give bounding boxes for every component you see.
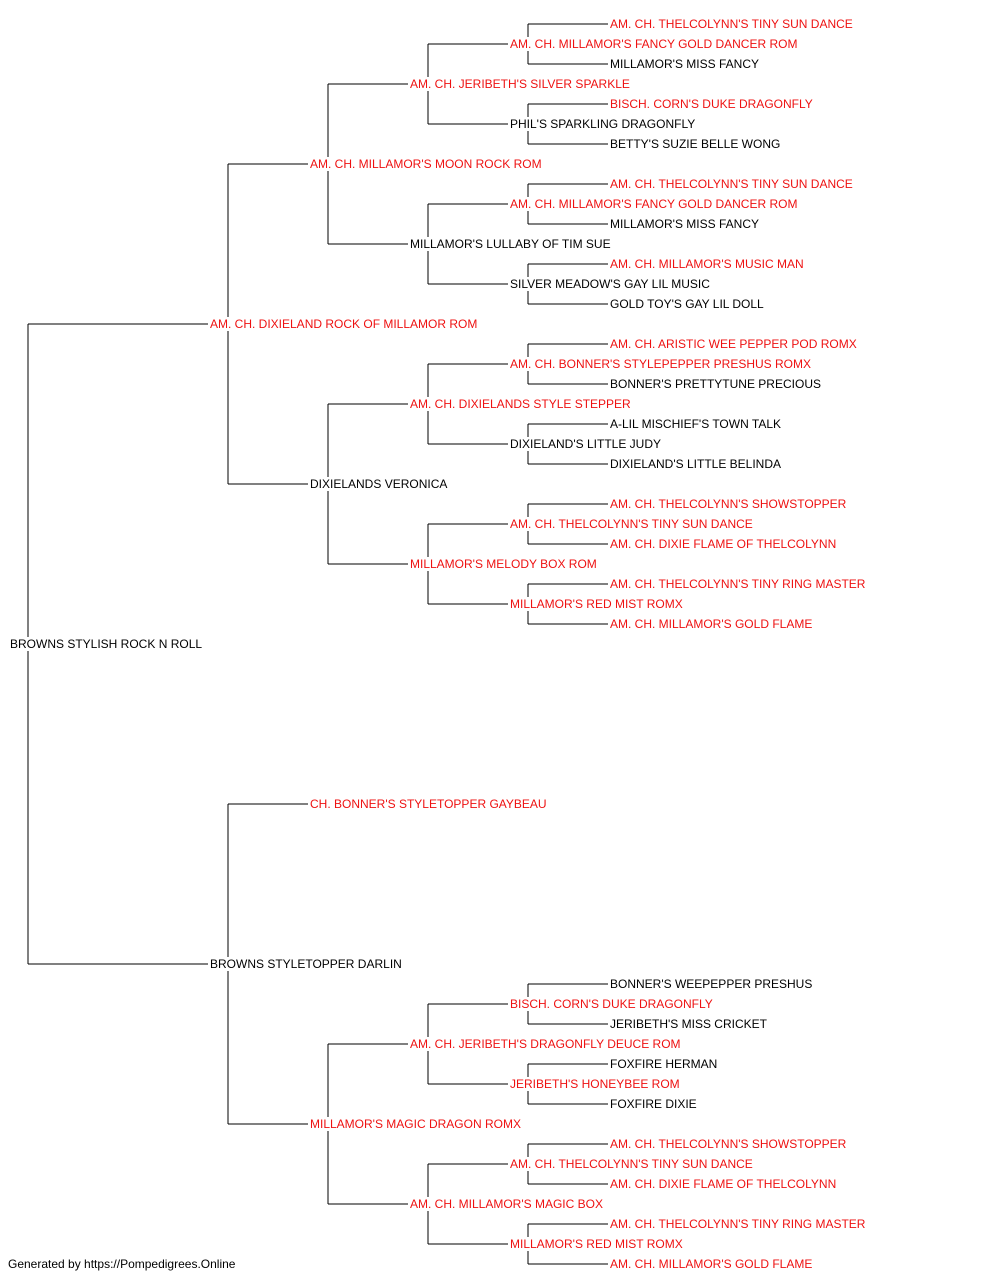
pedigree-node-sdssd: BONNER'S PRETTYTUNE PRECIOUS (608, 377, 823, 391)
pedigree-node-sdddd: AM. CH. MILLAMOR'S GOLD FLAME (608, 617, 815, 631)
pedigree-node-ds: CH. BONNER'S STYLETOPPER GAYBEAU (308, 797, 549, 811)
pedigree-node-sssss: AM. CH. THELCOLYNN'S TINY SUN DANCE (608, 17, 855, 31)
pedigree-node-sdsds: A-LIL MISCHIEF'S TOWN TALK (608, 417, 783, 431)
pedigree-node-ddds: AM. CH. THELCOLYNN'S TINY SUN DANCE (508, 1157, 755, 1171)
pedigree-node-sddsd: AM. CH. DIXIE FLAME OF THELCOLYNN (608, 537, 839, 551)
pedigree-node-sddd: MILLAMOR'S RED MIST ROMX (508, 597, 685, 611)
pedigree-node-sddss: AM. CH. THELCOLYNN'S SHOWSTOPPER (608, 497, 849, 511)
pedigree-node-ssdd: SILVER MEADOW'S GAY LIL MUSIC (508, 277, 712, 291)
pedigree-node-ddddd: AM. CH. MILLAMOR'S GOLD FLAME (608, 1257, 815, 1271)
pedigree-node-dddsd: AM. CH. DIXIE FLAME OF THELCOLYNN (608, 1177, 839, 1191)
pedigree-node-sdss: AM. CH. BONNER'S STYLEPEPPER PRESHUS ROM… (508, 357, 814, 371)
pedigree-node-sds: AM. CH. DIXIELANDS STYLE STEPPER (408, 397, 633, 411)
pedigree-node-ddssd: JERIBETH'S MISS CRICKET (608, 1017, 769, 1031)
pedigree-node-sdds: AM. CH. THELCOLYNN'S TINY SUN DANCE (508, 517, 755, 531)
pedigree-node-ssdsd: MILLAMOR'S MISS FANCY (608, 217, 761, 231)
pedigree-node-sdsss: AM. CH. ARISTIC WEE PEPPER POD ROMX (608, 337, 859, 351)
pedigree-node-ssdds: AM. CH. MILLAMOR'S MUSIC MAN (608, 257, 806, 271)
pedigree-node-root: BROWNS STYLISH ROCK N ROLL (8, 637, 205, 651)
pedigree-node-ddsds: FOXFIRE HERMAN (608, 1057, 720, 1071)
pedigree-node-sdd: MILLAMOR'S MELODY BOX ROM (408, 557, 599, 571)
pedigree-node-ddsss: BONNER'S WEEPEPPER PRESHUS (608, 977, 815, 991)
pedigree-node-ssssd: MILLAMOR'S MISS FANCY (608, 57, 761, 71)
pedigree-node-ddd: AM. CH. MILLAMOR'S MAGIC BOX (408, 1197, 605, 1211)
pedigree-node-ssss: AM. CH. MILLAMOR'S FANCY GOLD DANCER ROM (508, 37, 800, 51)
pedigree-node-dddd: MILLAMOR'S RED MIST ROMX (508, 1237, 685, 1251)
pedigree-node-ddsd: JERIBETH'S HONEYBEE ROM (508, 1077, 682, 1091)
pedigree-node-sdsd: DIXIELAND'S LITTLE JUDY (508, 437, 663, 451)
pedigree-node-s: AM. CH. DIXIELAND ROCK OF MILLAMOR ROM (208, 317, 480, 331)
pedigree-node-sdsdd: DIXIELAND'S LITTLE BELINDA (608, 457, 784, 471)
pedigree-node-d: BROWNS STYLETOPPER DARLIN (208, 957, 404, 971)
pedigree-node-sddds: AM. CH. THELCOLYNN'S TINY RING MASTER (608, 577, 868, 591)
pedigree-node-ssddd: GOLD TOY'S GAY LIL DOLL (608, 297, 766, 311)
pedigree-node-ddss: BISCH. CORN'S DUKE DRAGONFLY (508, 997, 715, 1011)
pedigree-node-sssds: BISCH. CORN'S DUKE DRAGONFLY (608, 97, 815, 111)
pedigree-node-sd: DIXIELANDS VERONICA (308, 477, 450, 491)
pedigree-node-sssdd: BETTY'S SUZIE BELLE WONG (608, 137, 783, 151)
pedigree-node-sssd: PHIL'S SPARKLING DRAGONFLY (508, 117, 698, 131)
pedigree-node-dds: AM. CH. JERIBETH'S DRAGONFLY DEUCE ROM (408, 1037, 683, 1051)
pedigree-node-ssd: MILLAMOR'S LULLABY OF TIM SUE (408, 237, 613, 251)
pedigree-node-sss: AM. CH. JERIBETH'S SILVER SPARKLE (408, 77, 632, 91)
pedigree-node-ssdss: AM. CH. THELCOLYNN'S TINY SUN DANCE (608, 177, 855, 191)
pedigree-node-ss: AM. CH. MILLAMOR'S MOON ROCK ROM (308, 157, 544, 171)
pedigree-node-dddds: AM. CH. THELCOLYNN'S TINY RING MASTER (608, 1217, 868, 1231)
pedigree-node-ssds: AM. CH. MILLAMOR'S FANCY GOLD DANCER ROM (508, 197, 800, 211)
pedigree-node-dd: MILLAMOR'S MAGIC DRAGON ROMX (308, 1117, 523, 1131)
generated-by-footer: Generated by https://Pompedigrees.Online (8, 1257, 236, 1271)
pedigree-node-dddss: AM. CH. THELCOLYNN'S SHOWSTOPPER (608, 1137, 849, 1151)
pedigree-node-ddsdd: FOXFIRE DIXIE (608, 1097, 699, 1111)
